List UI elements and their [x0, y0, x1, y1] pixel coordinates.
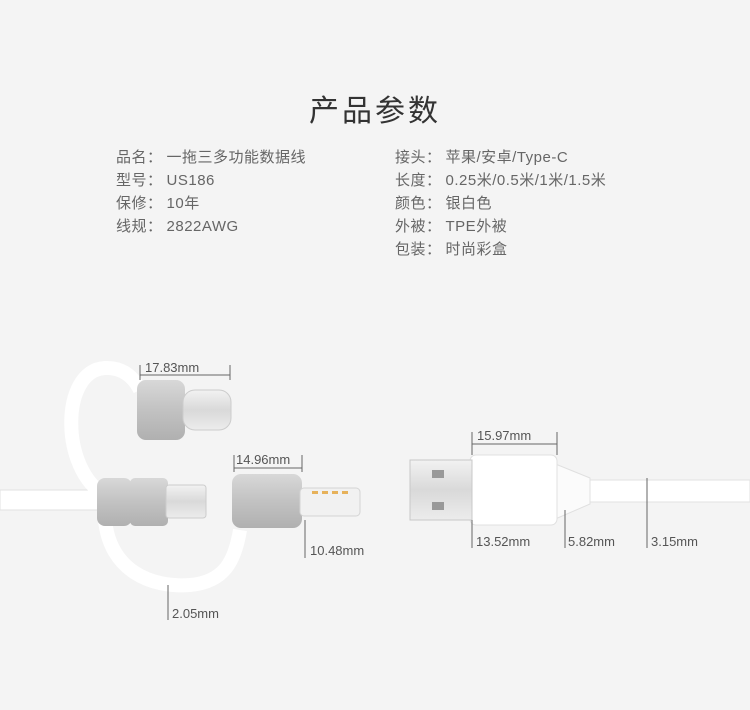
dim-lightning-length: 14.96mm [236, 452, 290, 467]
dim-usb-length: 15.97mm [477, 428, 531, 443]
dim-lightning-height: 10.48mm [310, 543, 364, 558]
spec-label: 型号： [116, 172, 163, 189]
dim-strain-relief: 5.82mm [568, 534, 615, 549]
spec-row: 接头：苹果/安卓/Type-C [395, 146, 606, 169]
spec-row: 品名：一拖三多功能数据线 [116, 146, 306, 169]
spec-row: 颜色：银白色 [395, 192, 606, 215]
spec-label: 品名： [116, 149, 163, 166]
spec-list-left: 品名：一拖三多功能数据线 型号：US186 保修：10年 线规：2822AWG [116, 146, 306, 238]
spec-row: 型号：US186 [116, 169, 306, 192]
spec-value: 苹果/安卓/Type-C [445, 149, 569, 166]
spec-row: 外被：TPE外被 [395, 215, 606, 238]
spec-label: 外被： [395, 218, 442, 235]
spec-value: 一拖三多功能数据线 [166, 149, 307, 166]
usb-a-cable [409, 454, 750, 526]
type-c-tip [182, 389, 232, 431]
spec-value: 时尚彩盒 [445, 241, 508, 258]
spec-label: 保修： [116, 195, 163, 212]
dim-typec-length: 17.83mm [145, 360, 199, 375]
spec-label: 长度： [395, 172, 442, 189]
spec-row: 长度：0.25米/0.5米/1米/1.5米 [395, 169, 606, 192]
lightning-tip [299, 487, 361, 517]
spec-label: 线规： [116, 218, 163, 235]
dim-cable-diameter: 3.15mm [651, 534, 698, 549]
three-in-one-cable [0, 361, 361, 593]
spec-row: 包装：时尚彩盒 [395, 238, 606, 261]
dimension-lines [139, 365, 648, 620]
spec-value: 10年 [166, 195, 200, 212]
spec-label: 接头： [395, 149, 442, 166]
spec-value: 0.25米/0.5米/1米/1.5米 [445, 172, 607, 189]
lightning-housing [232, 474, 302, 528]
usb-a-tip [409, 459, 473, 521]
spec-row: 线规：2822AWG [116, 215, 306, 238]
type-c-housing [137, 380, 185, 440]
spec-value: TPE外被 [445, 218, 508, 235]
micro-usb-housing [130, 478, 168, 526]
spec-value: 银白色 [445, 195, 493, 212]
micro-usb-tip [165, 484, 207, 519]
spec-row: 保修：10年 [116, 192, 306, 215]
dim-cable-small: 2.05mm [172, 606, 219, 621]
page-title: 产品参数 [309, 95, 441, 128]
splitter-housing [97, 478, 132, 526]
spec-label: 颜色： [395, 195, 442, 212]
spec-label: 包装： [395, 241, 442, 258]
dim-usb-height: 13.52mm [476, 534, 530, 549]
spec-list-right: 接头：苹果/安卓/Type-C 长度：0.25米/0.5米/1米/1.5米 颜色… [395, 146, 606, 261]
spec-value: 2822AWG [166, 218, 239, 235]
spec-value: US186 [166, 172, 215, 189]
